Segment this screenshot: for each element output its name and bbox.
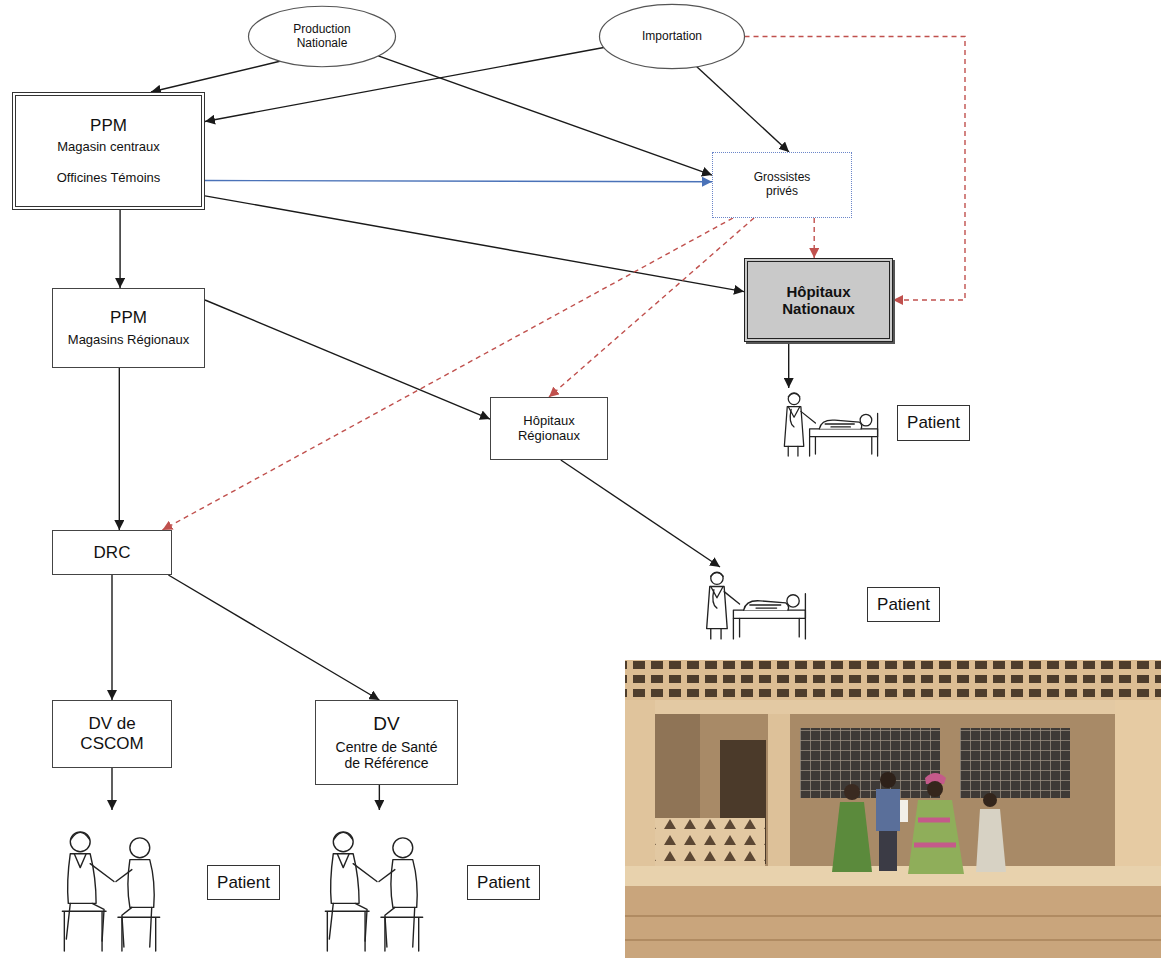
person-body [876,789,900,831]
dress-pattern [914,820,956,845]
patient-group: Patient [690,567,940,642]
central-store-box: PPM Magasin centrauxOfficines Témoins [12,92,205,210]
node-label: Importation [642,30,702,44]
patient-group: Patient [775,388,970,458]
flow-arrow [205,196,744,292]
source-ellipse: Importation [598,3,746,70]
doctor-bed-figure [784,393,877,456]
person-head [844,784,860,800]
national-hospital-box: Hôpitaux Nationaux [744,258,893,342]
person-body [976,809,1006,872]
patient-group: Patient [315,810,540,955]
node-label: DV de CSCOM [75,714,149,753]
node-label: Patient [867,587,940,623]
person-legs [879,831,897,871]
node-label: Patient [897,405,970,441]
doctor-bed-figure [707,572,806,639]
node-label: Production Nationale [275,23,369,51]
flow-arrow [788,342,789,388]
pillar [625,700,655,882]
balustrade [655,818,765,868]
lattice-band [625,660,1161,702]
regional-hospital-box: Hôpitaux Régionaux [490,397,608,460]
node-label: Officines Témoins [57,171,161,186]
flow-arrow [168,575,379,700]
consultation-figure [325,832,422,951]
flow-arrow [549,218,754,397]
pillar [768,714,790,874]
step-line [625,916,1161,940]
flow-arrow [162,218,733,530]
ellipse-shape [599,4,744,68]
flow-arrow [205,300,490,419]
window [800,728,940,798]
node-label: Patient [467,865,540,901]
wholesaler-box: Grossistes privés [712,152,852,218]
flow-arrow [119,210,120,288]
consultation-figure [62,832,159,951]
node-label: Magasin centraux [57,140,160,155]
person-body [832,802,872,872]
patient-group: Patient [52,810,280,955]
flow-arrow [205,181,712,182]
source-ellipse: Production Nationale [247,5,397,68]
flow-arrow [111,575,112,700]
flow-arrow [814,218,815,258]
flow-arrow [697,67,789,152]
photo-ground [625,660,1161,958]
steps [625,886,1161,958]
person-head [927,781,943,797]
node-label: Grossistes privés [745,171,819,199]
person-body [908,800,964,874]
node-label: PPM [90,116,127,136]
flow-arrow [561,460,720,567]
dispensary-box: DV Centre de Santé de Référence [315,700,458,785]
paper [900,800,908,822]
window [960,728,1070,798]
node-label: PPM [110,308,147,328]
node-label: DV [373,713,399,735]
node-label: Centre de Santé de Référence [326,739,447,771]
flow-arrow [151,61,280,92]
node-label: Hôpitaux Nationaux [758,283,879,318]
flow-arrow [111,768,112,810]
node-label: DRC [94,543,131,563]
node-label: Patient [207,865,280,901]
flow-arrow [378,56,712,175]
person-head [880,772,896,788]
drc-box: DRC [52,530,172,575]
flow-arrow [379,785,380,810]
dispensary-box: DV de CSCOM [52,700,172,768]
flow-arrow [205,47,604,121]
node-label: Magasins Régionaux [68,333,189,348]
regional-store-box: PPM Magasins Régionaux [52,288,205,368]
person-head [983,793,997,807]
node-label: Hôpitaux Régionaux [501,414,597,444]
roof-beam [625,700,1161,714]
flow-arrow [119,368,120,530]
health-centre-photo [625,660,1161,958]
ellipse-shape [249,6,396,66]
